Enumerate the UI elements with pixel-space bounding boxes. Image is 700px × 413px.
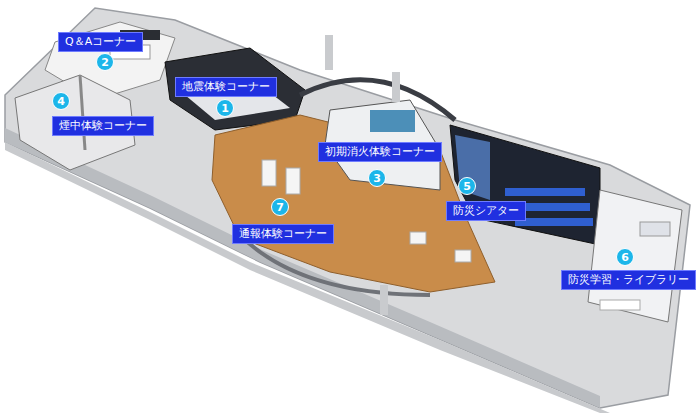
screen: [370, 110, 415, 132]
library-room: [588, 190, 682, 322]
label-text: Q＆Aコーナー: [65, 35, 136, 48]
area-label: 煙中体験コーナー: [52, 116, 154, 136]
kiosk: [455, 250, 471, 262]
number-text: 5: [463, 180, 471, 193]
callout-number: 6: [616, 248, 634, 266]
label-text: 地震体験コーナー: [182, 80, 270, 93]
label-text: 防災シアター: [453, 204, 519, 217]
label-text: 防災学習・ライブラリー: [568, 273, 689, 286]
kiosk: [262, 160, 276, 186]
number-text: 2: [101, 56, 109, 69]
number-text: 1: [221, 102, 229, 115]
area-label: 地震体験コーナー: [175, 77, 277, 97]
kiosk: [286, 168, 300, 194]
callout-number: 7: [271, 198, 289, 216]
area-label: 防災シアター: [446, 201, 526, 221]
area-label: 防災学習・ライブラリー: [561, 270, 696, 290]
area-label: 初期消火体験コーナー: [318, 142, 442, 162]
callout-number: 5: [458, 177, 476, 195]
column: [380, 285, 388, 315]
label-text: 初期消火体験コーナー: [325, 145, 435, 158]
fire-room: [325, 100, 440, 190]
curved-wall: [240, 235, 430, 295]
number-text: 7: [276, 201, 284, 214]
callout-number: 1: [216, 99, 234, 117]
partition: [80, 75, 85, 150]
theater-screen: [455, 135, 490, 200]
column: [392, 72, 400, 102]
number-text: 4: [57, 95, 65, 108]
earthquake-room: [165, 48, 305, 130]
callout-number: 4: [52, 92, 70, 110]
seat: [515, 218, 593, 226]
number-text: 6: [621, 251, 629, 264]
kiosk: [410, 232, 426, 244]
column: [325, 35, 333, 70]
label-text: 煙中体験コーナー: [59, 119, 147, 132]
library-table: [600, 300, 640, 310]
seat: [505, 188, 585, 196]
callout-number: 3: [368, 169, 386, 187]
building-base: [5, 8, 690, 408]
label-text: 通報体験コーナー: [239, 227, 327, 240]
number-text: 3: [373, 172, 381, 185]
callout-number: 2: [96, 53, 114, 71]
theater-room: [450, 125, 600, 245]
area-label: Q＆Aコーナー: [58, 32, 143, 52]
area-label: 通報体験コーナー: [232, 224, 334, 244]
bookshelf: [640, 222, 670, 236]
